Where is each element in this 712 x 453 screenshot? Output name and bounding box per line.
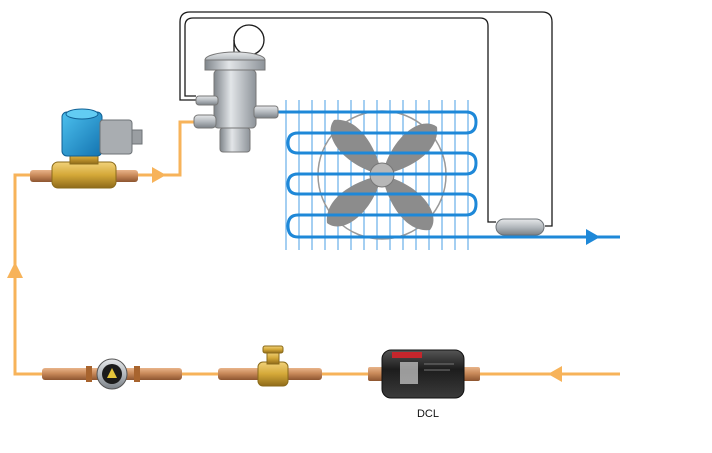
solenoid-valve-icon	[30, 108, 143, 189]
filter-drier-label: DCL	[417, 408, 439, 420]
ball-valve-icon	[218, 345, 322, 387]
flow-arrow-up-icon	[7, 262, 23, 278]
flow-arrow-inlet-icon	[548, 366, 562, 382]
liquid-line	[13, 120, 620, 376]
sensing-bulb-icon	[495, 218, 545, 236]
flow-arrow-right-icon	[152, 167, 166, 183]
evaporator	[266, 100, 620, 250]
filter-drier-icon	[368, 349, 480, 399]
flow-arrow-outlet-icon	[586, 229, 600, 245]
sight-glass-icon	[42, 358, 182, 390]
evaporator-coil-icon	[266, 110, 620, 239]
expansion-valve-icon	[193, 51, 279, 153]
